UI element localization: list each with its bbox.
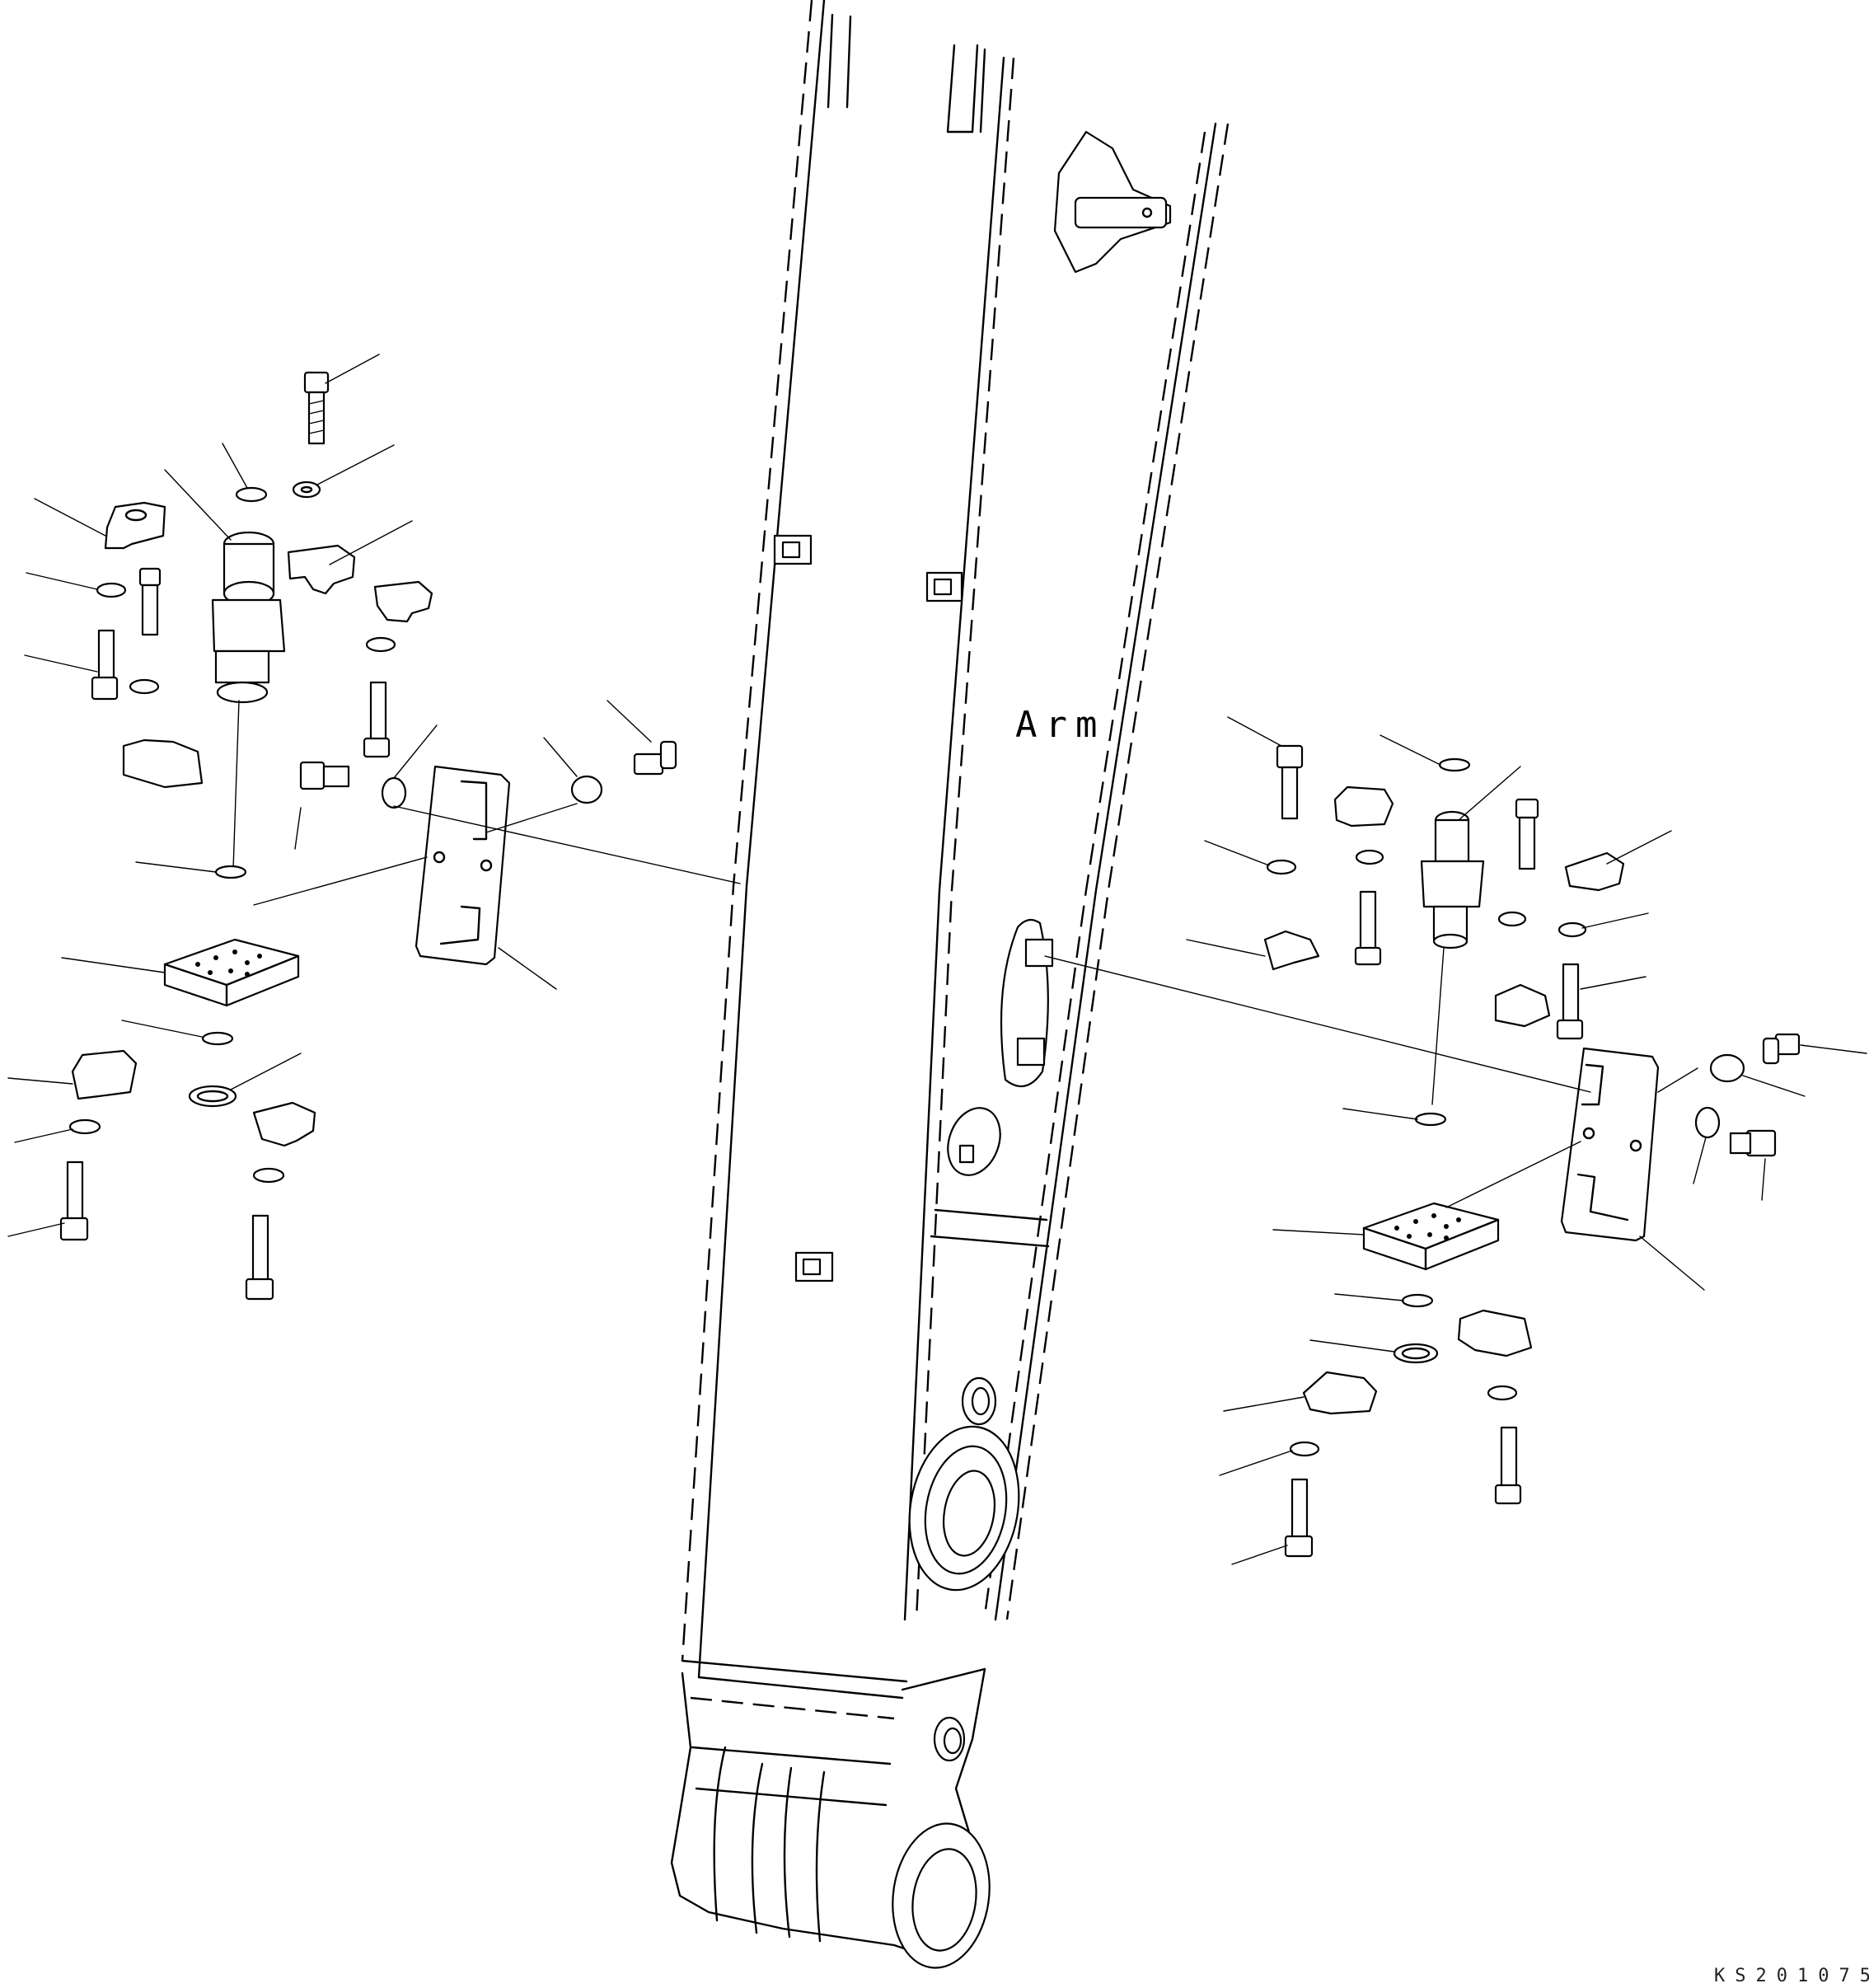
washer-icon [1694, 1106, 1721, 1139]
o-ring-icon [235, 486, 268, 503]
bolt-icon [1515, 798, 1539, 870]
right-valve-assembly [1044, 716, 1867, 1565]
bolt-icon [1354, 890, 1382, 966]
bolt-icon [59, 1160, 89, 1241]
split-flange-icon [71, 1049, 138, 1100]
arm-label: Arm [1015, 704, 1105, 746]
split-flange-icon [1564, 851, 1625, 892]
bolt-icon [1494, 1426, 1522, 1505]
washer-icon [96, 582, 127, 598]
bracket-plate-icon [415, 765, 511, 966]
o-ring-icon [1401, 1293, 1434, 1308]
washer-icon [1558, 921, 1587, 938]
washer-icon [381, 776, 407, 809]
o-ring-icon [201, 1031, 234, 1046]
left-valve-assembly [7, 354, 741, 1301]
bolt-icon [1284, 1478, 1314, 1558]
plug-icon [1762, 1033, 1801, 1065]
washer-icon [1497, 911, 1527, 927]
split-flange-icon [1302, 1371, 1378, 1415]
plug-icon [633, 740, 677, 776]
manifold-block-icon [163, 938, 300, 1007]
split-flange-icon [1494, 983, 1551, 1028]
bolt-icon [91, 629, 119, 701]
bolt-icon [303, 371, 330, 445]
o-ring-icon [1438, 757, 1471, 772]
arm-body [670, 0, 1230, 1969]
valve-body-icon [211, 531, 286, 704]
valve-body-icon [1420, 810, 1485, 949]
split-flange-icon [287, 544, 356, 595]
bolt-icon [1729, 1129, 1777, 1157]
washer-icon [570, 775, 603, 804]
washer-icon [292, 481, 321, 499]
washer-icon [365, 636, 396, 653]
seal-ring-icon [188, 1085, 237, 1108]
bracket-plate-icon [1560, 1047, 1660, 1242]
bolt-icon [363, 681, 391, 758]
bolt-icon [1276, 744, 1304, 820]
drawing-code: KS201075 [1714, 1966, 1869, 1986]
washer-icon [1709, 1053, 1745, 1083]
split-flange-icon [252, 1101, 316, 1147]
split-flange-icon [1457, 1309, 1533, 1357]
bolt-icon [299, 761, 350, 790]
o-ring-icon [214, 865, 247, 879]
bolt-icon [1556, 963, 1584, 1040]
washer-icon [129, 678, 160, 695]
manifold-block-icon [1362, 1202, 1500, 1271]
washer-icon [68, 1118, 101, 1135]
bolt-icon [245, 1214, 274, 1301]
washer-icon [1355, 849, 1384, 865]
washer-icon [1266, 859, 1297, 875]
split-flange-icon [122, 738, 204, 789]
split-flange-icon [1263, 930, 1320, 971]
o-ring-icon [1414, 1112, 1447, 1127]
split-flange-icon [104, 501, 166, 550]
washer-icon [252, 1167, 285, 1184]
washer-icon [1487, 1385, 1518, 1401]
washer-icon [1289, 1441, 1320, 1457]
seal-ring-icon [1393, 1343, 1439, 1364]
split-flange-icon [373, 580, 433, 623]
bolt-icon [138, 567, 162, 636]
split-flange-icon [1333, 785, 1394, 828]
